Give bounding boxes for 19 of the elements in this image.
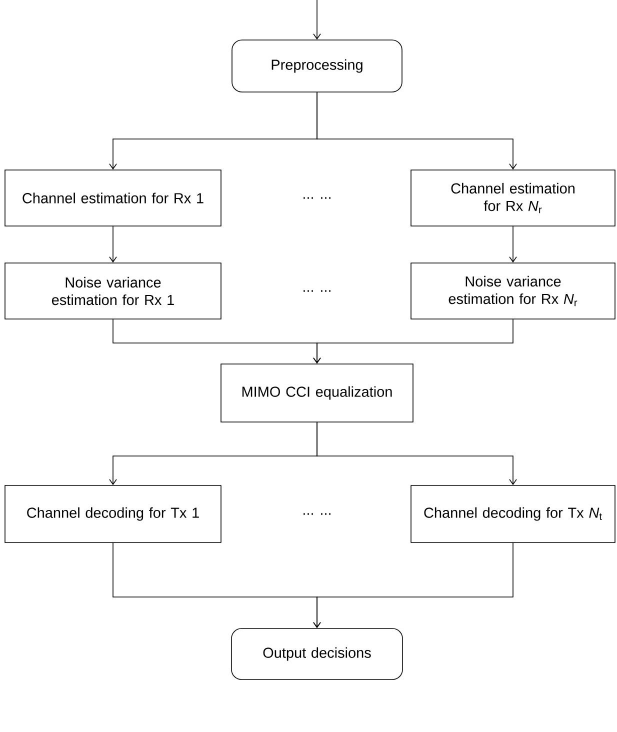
arrow [313, 0, 321, 40]
process-box: Channel estimation for Rx N$_{r}$ [410, 170, 616, 226]
process-box: Noise variance estimation for Rx 1 [4, 262, 222, 320]
ellipsis-text: ... ... [304, 290, 330, 292]
arrow [509, 226, 517, 263]
ellipsis-text: ... ... [304, 197, 330, 199]
process-box: Noise variance estimation for Rx N$_{r}$ [410, 262, 616, 320]
arrow [313, 319, 514, 364]
rounded-box: Output decisions [231, 628, 403, 680]
arrow [109, 226, 117, 263]
rounded-box: Preprocessing [232, 40, 402, 92]
process-box: MIMO CCI equalization [220, 364, 414, 422]
arrow [316, 92, 517, 170]
ellipsis-text: ... ... [304, 513, 330, 515]
process-box: Channel estimation for Rx 1 [4, 170, 222, 226]
process-box: Channel decoding for Tx 1 [4, 485, 222, 543]
arrow [316, 422, 517, 486]
arrow [313, 542, 514, 628]
process-box: Channel decoding for Tx N$_{t}$ [410, 485, 616, 543]
